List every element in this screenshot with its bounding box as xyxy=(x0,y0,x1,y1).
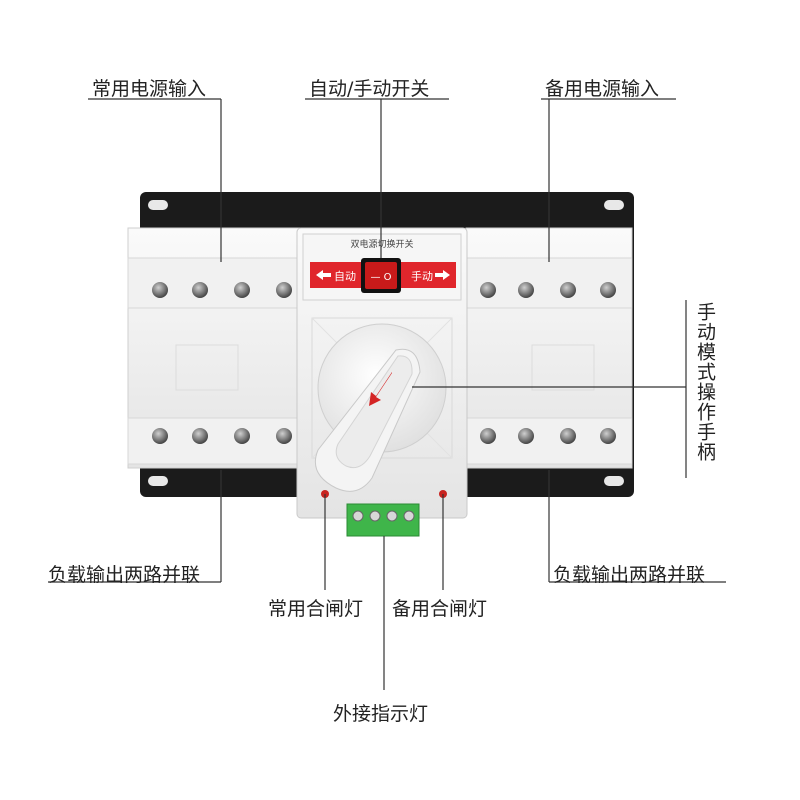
callout-load-output-left: 负载输出两路并联 xyxy=(48,564,201,586)
manual-label: 手动 xyxy=(411,269,433,283)
callout-load-output-right: 负载输出两路并联 xyxy=(553,564,706,586)
panel-title: 双电源切换开关 xyxy=(350,238,413,250)
arrow-left-icon xyxy=(316,270,331,280)
arrow-right-icon xyxy=(435,270,450,280)
callout-main-close-lamp: 常用合闸灯 xyxy=(268,598,364,620)
terminal-screws xyxy=(152,282,616,444)
callout-main-input: 常用电源输入 xyxy=(92,78,207,100)
manual-operating-handle[interactable] xyxy=(314,348,421,492)
callout-leader-lines xyxy=(48,98,726,690)
auto-label: 自动 xyxy=(334,270,356,283)
switch-glyphs: — O xyxy=(370,272,391,283)
red-arrow-icon xyxy=(369,372,392,406)
callout-manual-handle: 手动模式操作手柄 xyxy=(694,302,716,462)
external-indicator-terminal-block xyxy=(346,503,420,537)
auto-manual-rocker-switch[interactable]: — O xyxy=(361,258,401,293)
central-control-unit: 双电源切换开关 自动 手动 — O xyxy=(296,227,468,537)
callout-external-indicator: 外接指示灯 xyxy=(333,703,429,725)
callout-backup-input: 备用电源输入 xyxy=(545,78,660,100)
callout-auto-manual-switch: 自动/手动开关 xyxy=(309,78,430,100)
callout-backup-close-lamp: 备用合闸灯 xyxy=(392,598,488,620)
right-breaker-module xyxy=(465,227,633,469)
